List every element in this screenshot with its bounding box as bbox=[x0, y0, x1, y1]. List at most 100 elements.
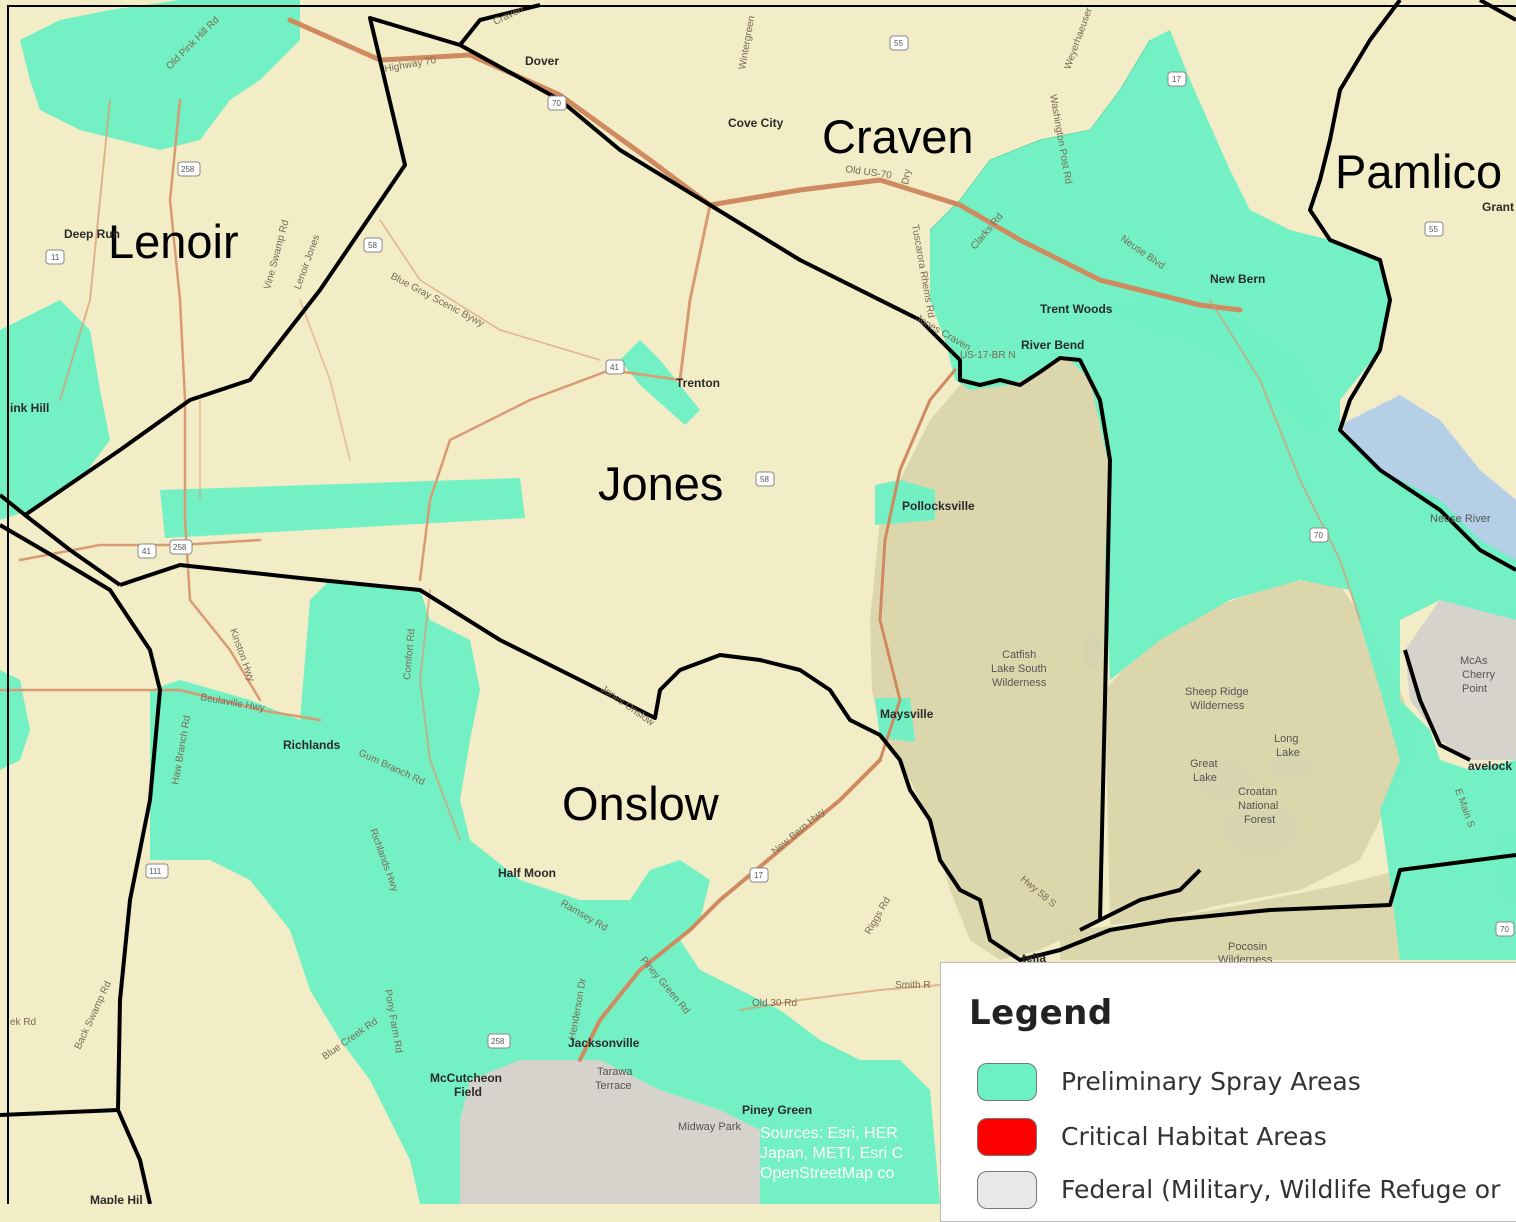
place-jacksonville: Jacksonville bbox=[568, 1036, 640, 1050]
shield-icon: 70 bbox=[1309, 527, 1329, 543]
place-mcas-2: Cherry bbox=[1462, 669, 1496, 681]
place-great-lake-2: Lake bbox=[1193, 772, 1217, 784]
county-label-lenoir: Lenoir bbox=[108, 215, 239, 268]
county-label-pamlico: Pamlico bbox=[1335, 145, 1502, 198]
shield-icon: 41 bbox=[137, 543, 157, 559]
shield-icon: 58 bbox=[363, 237, 383, 253]
place-dover: Dover bbox=[525, 54, 559, 68]
county-label-jones: Jones bbox=[598, 457, 723, 510]
shield-icon: 17 bbox=[749, 867, 769, 883]
shield-icon: 55 bbox=[889, 35, 909, 51]
svg-text:41: 41 bbox=[142, 547, 151, 556]
legend-swatch-federal bbox=[977, 1171, 1037, 1209]
svg-text:Dry: Dry bbox=[900, 168, 914, 185]
shield-icon: 17 bbox=[1167, 71, 1187, 87]
legend-item-federal: Federal (Military, Wildlife Refuge or bbox=[977, 1171, 1516, 1211]
svg-text:258: 258 bbox=[173, 543, 187, 552]
svg-text:70: 70 bbox=[1314, 531, 1323, 540]
place-labels: Dover Cove City Deep Run New Bern Trent … bbox=[10, 54, 1514, 1204]
place-catfish-2: Lake South bbox=[991, 663, 1047, 675]
route-shields: 55 70 17 258 58 11 41 258 41 58 70 17 25… bbox=[45, 35, 1515, 1049]
svg-text:258: 258 bbox=[491, 1037, 505, 1046]
place-croatan-3: Forest bbox=[1244, 814, 1275, 826]
place-havelock: avelock bbox=[1468, 759, 1512, 773]
place-mcas-3: Point bbox=[1462, 683, 1487, 695]
place-tarawa: Tarawa bbox=[597, 1066, 633, 1078]
place-deep-run: Deep Run bbox=[64, 227, 120, 241]
place-pollocksville: Pollocksville bbox=[902, 499, 975, 513]
place-long-lake-2: Lake bbox=[1276, 747, 1300, 759]
shield-icon: 258 bbox=[177, 161, 201, 177]
svg-text:70: 70 bbox=[552, 99, 561, 108]
svg-text:58: 58 bbox=[760, 475, 769, 484]
attribution-line-2: Japan, METI, Esri C bbox=[760, 1145, 904, 1162]
legend-panel: Legend Preliminary Spray Areas Critical … bbox=[940, 962, 1516, 1222]
place-neuse-river: Neuse River bbox=[1430, 513, 1491, 525]
svg-text:US-17-BR N: US-17-BR N bbox=[960, 350, 1016, 361]
map-frame bbox=[7, 5, 1516, 1204]
place-mccutcheon: McCutcheon bbox=[430, 1071, 502, 1085]
svg-text:ek Rd: ek Rd bbox=[10, 1017, 36, 1028]
place-river-bend: River Bend bbox=[1021, 338, 1084, 352]
legend-label-federal: Federal (Military, Wildlife Refuge or bbox=[1061, 1175, 1501, 1204]
neuse-river-water bbox=[1340, 395, 1516, 560]
svg-text:55: 55 bbox=[894, 39, 903, 48]
place-richlands: Richlands bbox=[283, 738, 341, 752]
roads bbox=[0, 17, 1361, 1062]
shield-icon: 111 bbox=[145, 863, 169, 879]
shield-icon: 70 bbox=[1495, 921, 1515, 937]
legend-label-spray: Preliminary Spray Areas bbox=[1061, 1067, 1361, 1096]
legend-swatch-spray bbox=[977, 1063, 1037, 1101]
legend-item-spray: Preliminary Spray Areas bbox=[977, 1063, 1516, 1103]
county-label-craven: Craven bbox=[822, 110, 974, 163]
shield-icon: 58 bbox=[755, 471, 775, 487]
place-catfish-1: Catfish bbox=[1002, 649, 1036, 661]
county-labels: Lenoir Craven Pamlico Jones Onslow bbox=[108, 110, 1502, 830]
place-midway-park: Midway Park bbox=[678, 1121, 741, 1133]
svg-text:41: 41 bbox=[610, 363, 619, 372]
legend-label-critical-habitat: Critical Habitat Areas bbox=[1061, 1122, 1327, 1151]
place-grantsboro: Grant bbox=[1482, 200, 1514, 214]
place-croatan-2: National bbox=[1238, 800, 1278, 812]
map-attribution: Sources: Esri, HER Japan, METI, Esri C O… bbox=[760, 1124, 940, 1184]
svg-text:58: 58 bbox=[368, 241, 377, 250]
place-mcas-1: McAs bbox=[1460, 655, 1488, 667]
place-mccutcheon-field: Field bbox=[454, 1085, 482, 1099]
shield-icon: 41 bbox=[605, 359, 625, 375]
legend-title: Legend bbox=[969, 993, 1113, 1033]
place-piney-green: Piney Green bbox=[742, 1103, 812, 1117]
place-sheep-ridge-1: Sheep Ridge bbox=[1185, 686, 1249, 698]
place-pink-hill: ink Hill bbox=[10, 401, 49, 415]
place-half-moon: Half Moon bbox=[498, 866, 556, 880]
shield-icon: 11 bbox=[45, 249, 65, 265]
svg-text:17: 17 bbox=[754, 871, 763, 880]
shield-icon: 258 bbox=[487, 1033, 511, 1049]
svg-text:55: 55 bbox=[1429, 225, 1438, 234]
svg-text:17: 17 bbox=[1172, 75, 1181, 84]
svg-text:Old 30 Rd: Old 30 Rd bbox=[752, 998, 797, 1009]
spray-outlines bbox=[929, 39, 1151, 231]
place-maple-hill: Maple Hil bbox=[90, 1193, 143, 1204]
place-great-lake-1: Great bbox=[1190, 758, 1218, 770]
county-label-onslow: Onslow bbox=[562, 777, 720, 830]
svg-text:11: 11 bbox=[51, 253, 60, 262]
svg-text:Smith R: Smith R bbox=[895, 980, 931, 991]
attribution-line-3: OpenStreetMap co bbox=[760, 1165, 895, 1182]
place-trent-woods: Trent Woods bbox=[1040, 302, 1113, 316]
legend-swatch-critical-habitat bbox=[977, 1118, 1037, 1156]
place-maysville: Maysville bbox=[880, 707, 934, 721]
place-catfish-3: Wilderness bbox=[992, 677, 1047, 689]
svg-text:258: 258 bbox=[181, 165, 195, 174]
place-pocosin-1: Pocosin bbox=[1228, 941, 1267, 953]
shield-icon: 258 bbox=[169, 539, 193, 555]
place-stella: tella bbox=[1022, 951, 1046, 965]
place-new-bern: New Bern bbox=[1210, 272, 1265, 286]
svg-text:111: 111 bbox=[149, 867, 162, 876]
place-long-lake-1: Long bbox=[1274, 733, 1298, 745]
attribution-line-1: Sources: Esri, HER bbox=[760, 1125, 898, 1142]
place-trenton: Trenton bbox=[676, 376, 720, 390]
place-terrace: Terrace bbox=[595, 1080, 632, 1092]
